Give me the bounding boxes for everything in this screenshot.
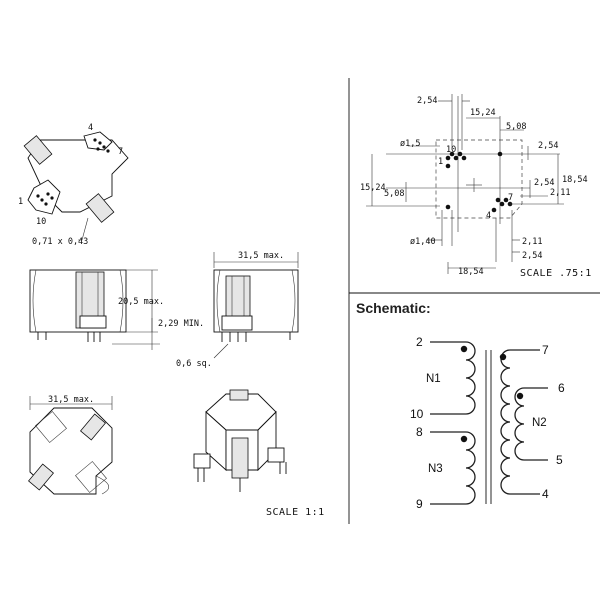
winding-label-n1: N1 [426,373,441,385]
top-pin-label-7: 7 [118,147,123,157]
top-view: 4 7 1 10 0,71 x 0,43 [18,123,129,247]
dim-15-24-top: 15,24 [470,108,496,118]
footprint-pin-1: 1 [438,157,443,167]
iso-scale-label: SCALE 1:1 [266,507,325,518]
dim-2-11-bottom: 2,11 [522,237,542,247]
n1-polarity-dot [460,345,468,353]
schematic-pin-6: 6 [558,381,565,395]
right-side-view: 31,5 max. 0,6 sq. [176,251,299,369]
pin-cluster-bottom [36,192,54,206]
dim-18-54-bottom: 18,54 [458,267,484,277]
schematic-pin-5: 5 [556,453,563,467]
footprint-pin-10: 10 [446,145,456,155]
dim-2-54-right2: 2,54 [534,178,554,188]
schematic-heading: Schematic: [356,300,431,316]
bottom-view: 31,5 max. [28,395,113,495]
dim-2-11-right: 2,11 [550,188,570,198]
footprint-scale-label: SCALE .75:1 [520,268,592,279]
winding-n2 [514,387,548,461]
schematic-pin-2: 2 [416,335,423,349]
dim-18-54-right: 18,54 [562,175,588,185]
footprint-pads [445,151,513,213]
winding-n1 [430,341,476,415]
top-pin-label-10: 10 [36,217,46,227]
pcb-footprint: 10 1 4 7 2,54 15,24 5,08 ø1,5 15,24 5,08… [360,94,592,279]
schematic-pin-4: 4 [542,487,549,501]
dim-phi-1-5: ø1,5 [400,139,420,149]
winding-right [499,349,540,495]
footprint-pin-7: 7 [508,193,513,203]
winding-label-n3: N3 [428,463,443,475]
dim-2-54-top: 2,54 [417,96,437,106]
standoff-dim: 2,29 MIN. [158,319,204,329]
bottom-width-dim: 31,5 max. [48,395,94,405]
schematic-pin-10: 10 [410,407,424,421]
dim-5-08-left: 5,08 [384,189,404,199]
dim-phi-1-40: ø1,40 [410,237,436,247]
winding-label-n2: N2 [532,417,547,429]
schematic: Schematic: [356,300,565,511]
front-side-view: 20,5 max. 2,29 MIN. [29,269,204,350]
dim-2-54-bottom: 2,54 [522,251,542,261]
height-dim: 20,5 max. [118,297,164,307]
dim-2-54-right1: 2,54 [538,141,558,151]
n2-polarity-dot [516,392,524,400]
isometric-view: SCALE 1:1 [193,389,325,518]
side-width-dim: 31,5 max. [238,251,284,261]
pin-size-dim: 0,71 x 0,43 [32,237,88,247]
schematic-pin-8: 8 [416,425,423,439]
pin-cluster-top [93,138,110,153]
right-polarity-dot [499,353,507,361]
top-pin-label-4: 4 [88,123,93,133]
schematic-pin-7: 7 [542,343,549,357]
pin-square-dim: 0,6 sq. [176,359,212,369]
dim-15-24-left: 15,24 [360,183,386,193]
footprint-pin-4: 4 [486,211,491,221]
n3-polarity-dot [460,435,468,443]
dim-5-08-top: 5,08 [506,122,526,132]
top-pin-label-1: 1 [18,197,23,207]
schematic-pin-9: 9 [416,497,423,511]
winding-n3 [430,431,476,505]
